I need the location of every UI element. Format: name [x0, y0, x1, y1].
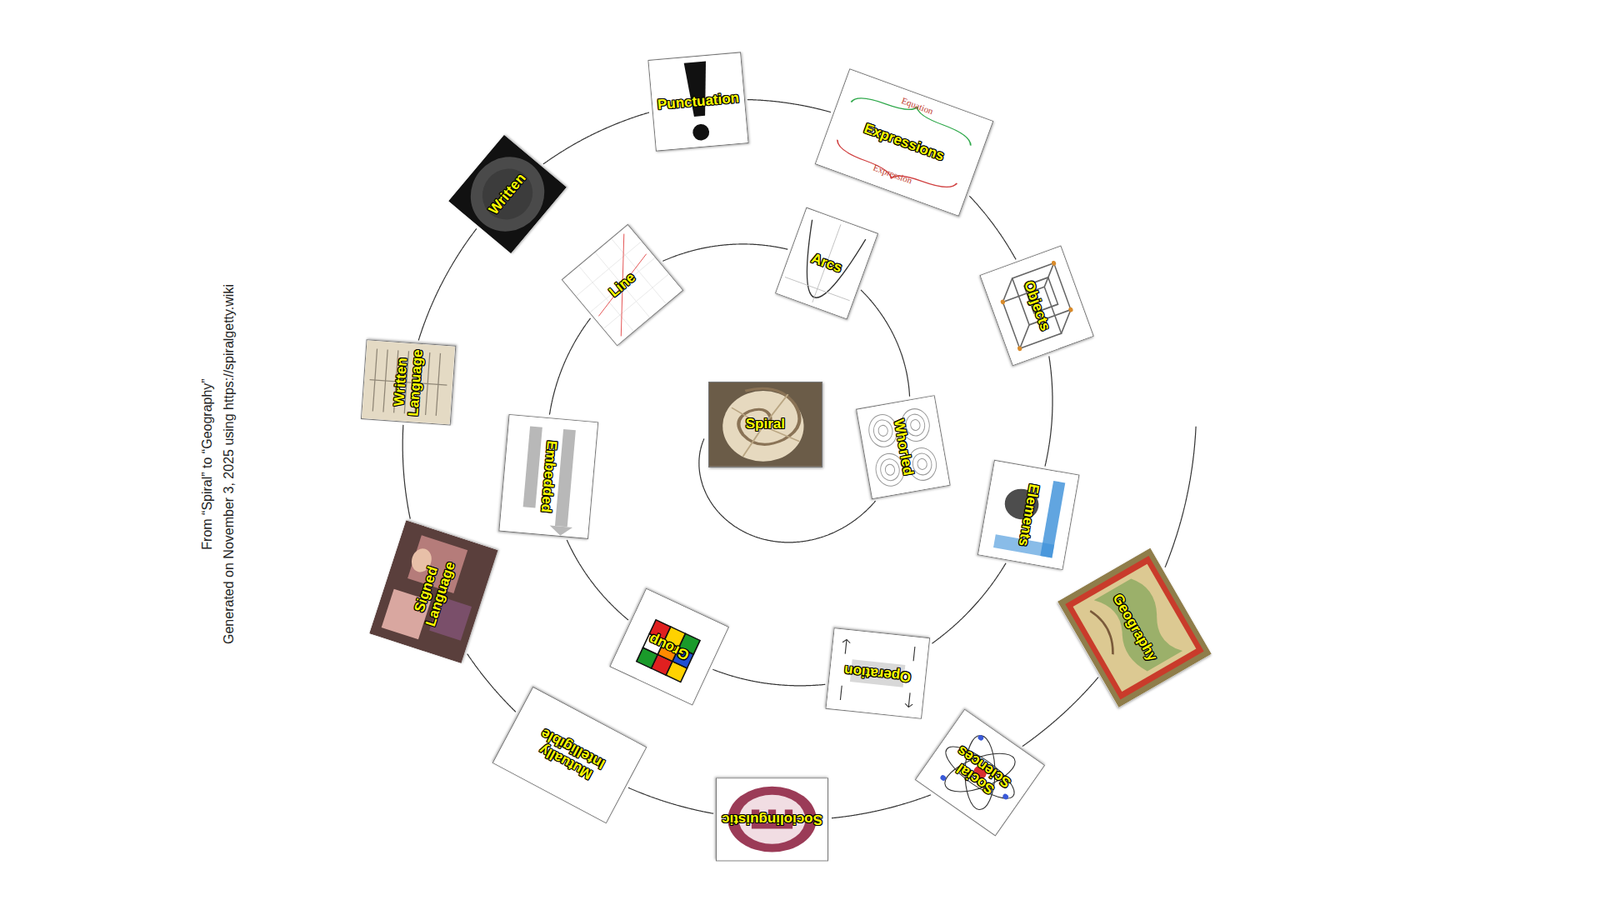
spiral-connector — [860, 290, 910, 397]
spiral-connector — [831, 795, 931, 819]
spiral-connector — [418, 228, 477, 340]
spiral-connector — [543, 112, 650, 165]
spiral-connector — [969, 195, 1016, 260]
spiral-connector — [1045, 355, 1053, 466]
concept-tile: Social Sciences — [914, 708, 1045, 836]
spiral-connector — [931, 563, 1006, 644]
spiral-connector — [662, 244, 788, 261]
concept-tile: Signed Language — [369, 520, 499, 664]
spiral-tail — [1165, 426, 1196, 568]
concept-tile: Spiral — [708, 381, 823, 468]
concept-tile: Geography — [1057, 547, 1212, 708]
concept-tile: Line — [561, 223, 685, 346]
spiral-connector — [402, 425, 410, 520]
concept-tile: Group — [609, 588, 730, 706]
concept-tile: Elements — [977, 460, 1080, 571]
concept-label: Written Language — [390, 343, 426, 422]
spiral-connector — [1022, 677, 1099, 747]
spiral-connector — [747, 100, 831, 113]
concept-tile: Operation — [825, 627, 930, 720]
spiral-connector — [467, 654, 516, 713]
concept-tile: Arcs — [775, 206, 879, 320]
spiral-connector — [628, 787, 714, 814]
concept-label: Sociolinguistic — [720, 811, 825, 827]
spiral-connector — [549, 318, 590, 415]
concept-label: Spiral — [744, 416, 787, 432]
concept-tile: Whorled — [855, 395, 950, 500]
caption-block: From “Spiral” to “Geography”Generated on… — [196, 284, 240, 645]
concept-tile: ExpressionsEquationExpression — [815, 68, 994, 217]
title-text: From “Spiral” to “Geography” — [196, 284, 219, 645]
concept-tile: Sociolinguistic — [715, 777, 829, 861]
concept-tile: Embedded — [499, 414, 600, 540]
caption-text: Generated on November 3, 2025 using http… — [218, 284, 240, 645]
concept-tile: Punctuation — [647, 52, 749, 153]
concept-tile: Mutually Intelligible — [491, 686, 647, 825]
spiral-connector — [566, 540, 629, 620]
concept-tile: Written — [448, 134, 567, 254]
concept-tile: Written Language — [360, 340, 456, 426]
spiral-connector — [712, 669, 825, 686]
concept-tile: Objects — [979, 245, 1095, 367]
